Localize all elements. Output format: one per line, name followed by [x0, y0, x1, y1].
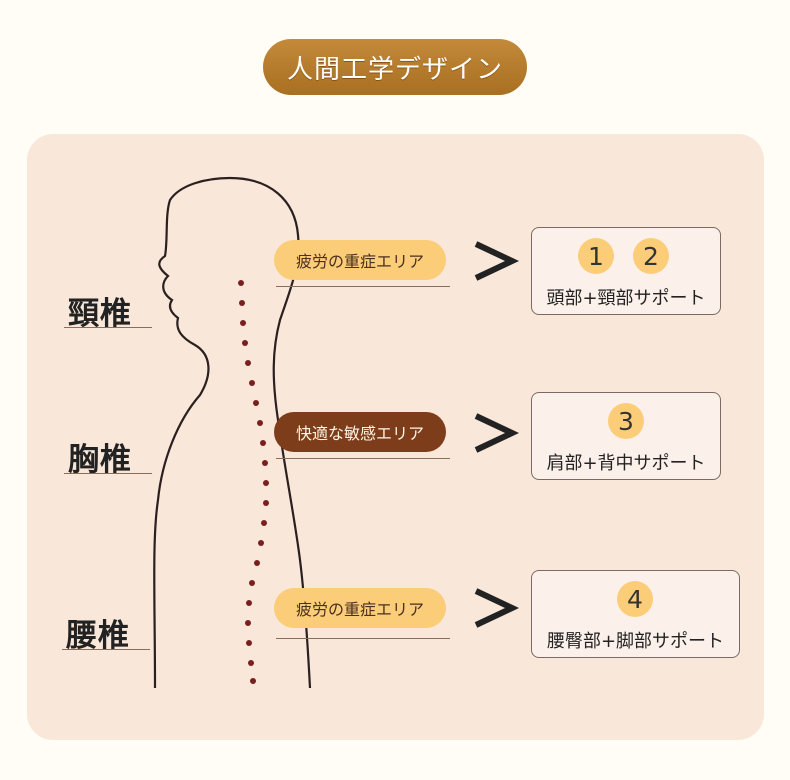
support-label: 頭部+頸部サポート [546, 288, 706, 309]
support-label: 腰臀部+脚部サポート [546, 631, 725, 652]
support-label: 肩部+背中サポート [546, 453, 706, 474]
label-lumbar: 腰椎 [66, 618, 130, 654]
number-badge: 3 [608, 403, 644, 439]
spine-dots [238, 280, 269, 684]
label-thoracic-underline [64, 473, 152, 474]
number-badge: 2 [633, 238, 669, 274]
tag-fatigue-neck-underline [276, 286, 450, 287]
label-lumbar-underline [62, 649, 150, 650]
support-box-hip-leg: 4 腰臀部+脚部サポート [531, 570, 740, 658]
label-cervical-underline [64, 327, 152, 328]
tag-comfort-back: 快適な敏感エリア [274, 412, 446, 452]
tag-fatigue-lumbar-text: 疲労の重症エリア [295, 600, 424, 619]
chevron-right-icon [474, 588, 520, 628]
tag-comfort-back-underline [276, 458, 450, 459]
tag-fatigue-neck-text: 疲労の重症エリア [295, 252, 424, 271]
tag-fatigue-neck: 疲労の重症エリア [274, 240, 446, 280]
tag-fatigue-lumbar: 疲労の重症エリア [274, 588, 446, 628]
label-thoracic: 胸椎 [68, 442, 132, 478]
tag-comfort-back-text: 快適な敏感エリア [295, 424, 424, 443]
label-cervical: 頸椎 [68, 296, 132, 332]
chevron-right-icon [474, 241, 520, 281]
title-banner: 人間工学デザイン [263, 39, 527, 95]
page-title: 人間工学デザイン [286, 54, 503, 85]
support-box-head-neck: 1 2 頭部+頸部サポート [531, 227, 721, 315]
number-badge: 1 [578, 238, 614, 274]
chevron-right-icon [474, 413, 520, 453]
support-box-shoulder-back: 3 肩部+背中サポート [531, 392, 721, 480]
number-badge: 4 [617, 581, 653, 617]
tag-fatigue-lumbar-underline [276, 638, 450, 639]
